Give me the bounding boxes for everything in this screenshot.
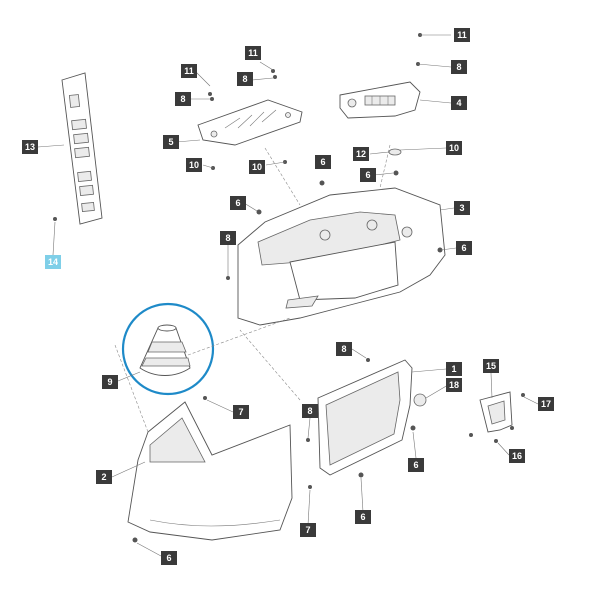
part-3-dashboard-console[interactable]	[237, 187, 446, 326]
callout-15[interactable]: 15	[483, 359, 499, 373]
fasteners	[132, 33, 525, 543]
callout-3[interactable]: 3	[454, 201, 470, 215]
callout-4[interactable]: 4	[451, 96, 467, 110]
part-14-screw	[53, 217, 57, 221]
callout-6[interactable]: 6	[230, 196, 246, 210]
callout-14-highlighted[interactable]: 14	[45, 255, 61, 269]
part-1-side-panel[interactable]	[317, 359, 413, 476]
callout-8[interactable]: 8	[451, 60, 467, 74]
callout-7[interactable]: 7	[300, 523, 316, 537]
callout-2[interactable]: 2	[96, 470, 112, 484]
callout-1[interactable]: 1	[446, 362, 462, 376]
callout-10[interactable]: 10	[446, 141, 462, 155]
callout-8[interactable]: 8	[175, 92, 191, 106]
callout-6[interactable]: 6	[355, 510, 371, 524]
callout-12[interactable]: 12	[353, 147, 369, 161]
part-5-vent-bracket[interactable]	[197, 99, 303, 146]
part-15-bracket[interactable]	[479, 391, 513, 433]
callout-11[interactable]: 11	[454, 28, 470, 42]
part-9-lever-boot[interactable]	[139, 324, 191, 376]
callout-17[interactable]: 17	[538, 397, 554, 411]
callout-6[interactable]: 6	[408, 458, 424, 472]
callout-5[interactable]: 5	[163, 135, 179, 149]
part-13-switch-panel[interactable]	[61, 72, 103, 225]
part-4-switch-bracket[interactable]	[339, 81, 421, 119]
callout-16[interactable]: 16	[509, 449, 525, 463]
callout-6[interactable]: 6	[161, 551, 177, 565]
callout-13[interactable]: 13	[22, 140, 38, 154]
callout-10[interactable]: 10	[186, 158, 202, 172]
callout-11[interactable]: 11	[181, 64, 197, 78]
highlight-ring	[121, 302, 215, 396]
leader-lines	[37, 34, 539, 557]
callout-18[interactable]: 18	[446, 378, 462, 392]
part-2-lower-cover[interactable]	[127, 401, 293, 541]
callout-11[interactable]: 11	[245, 46, 261, 60]
callout-6[interactable]: 6	[456, 241, 472, 255]
callout-7[interactable]: 7	[233, 405, 249, 419]
callout-8[interactable]: 8	[220, 231, 236, 245]
callout-8[interactable]: 8	[302, 404, 318, 418]
callout-9[interactable]: 9	[102, 375, 118, 389]
callout-6[interactable]: 6	[315, 155, 331, 169]
callout-8[interactable]: 8	[237, 72, 253, 86]
callout-8[interactable]: 8	[336, 342, 352, 356]
callout-6[interactable]: 6	[360, 168, 376, 182]
callout-10[interactable]: 10	[249, 160, 265, 174]
part-18-grommet	[413, 393, 427, 407]
